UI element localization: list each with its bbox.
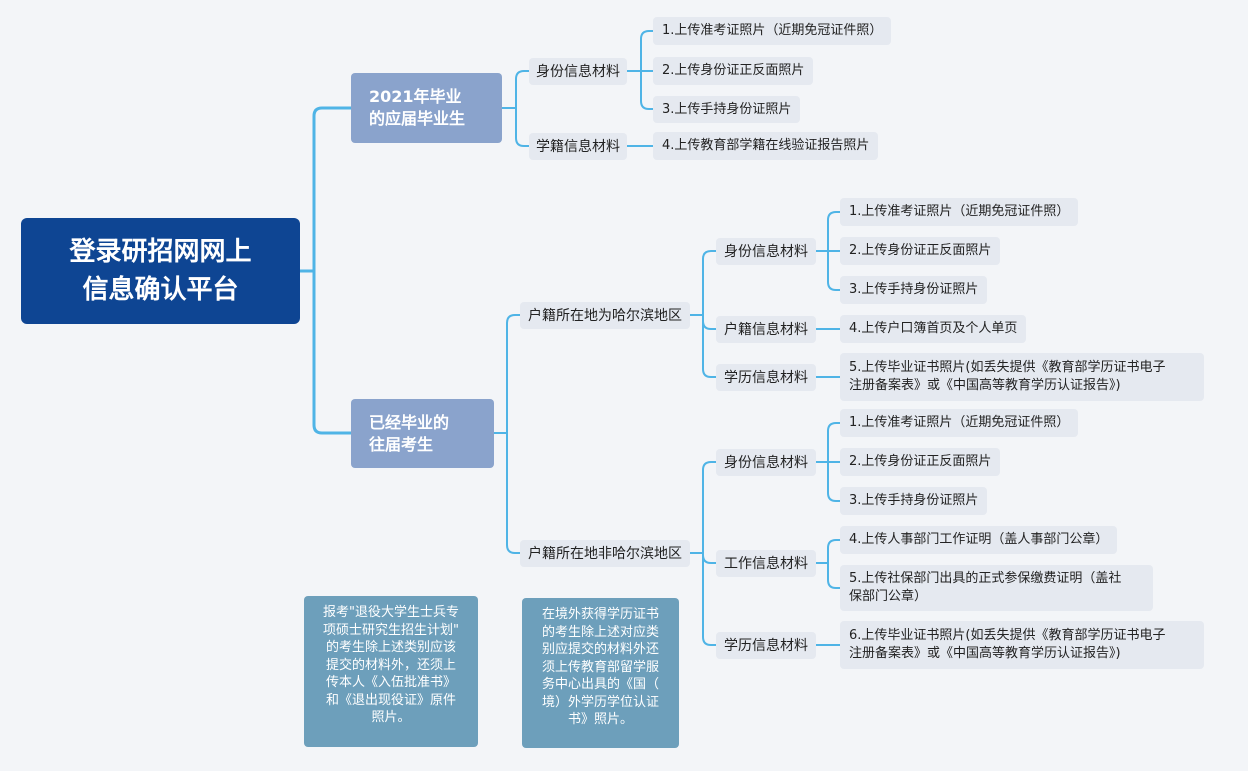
connector-grad-2021: [501, 70, 530, 147]
g-identity-item-2: 2.上传身份证正反面照片: [653, 57, 814, 85]
h-identity-label: 身份信息材料: [716, 238, 816, 265]
n-identity-item-1: 1.上传准考证照片（近期免冠证件照）: [840, 409, 1079, 437]
node-grad-2021: 2021年毕业 的应届毕业生: [351, 73, 502, 143]
n-identity-item-2: 2.上传身份证正反面照片: [840, 448, 1001, 476]
connector-harbin: [689, 250, 717, 378]
region-nonharbin-label-text: 户籍所在地非哈尔滨地区: [528, 545, 682, 562]
h-education-label: 学历信息材料: [716, 364, 816, 391]
n-work-item-5: 5.上传社保部门出具的正式参保缴费证明（盖社 保部门公章）: [840, 565, 1153, 611]
n-work-item-4-text: 4.上传人事部门工作证明（盖人事部门公章）: [849, 532, 1109, 547]
region-harbin-label-text: 户籍所在地为哈尔滨地区: [528, 307, 682, 324]
h-identity-item-1-text: 1.上传准考证照片（近期免冠证件照）: [849, 204, 1070, 219]
h-household-label-text: 户籍信息材料: [724, 321, 808, 338]
node-past-graduates-title: 已经毕业的 往届考生: [369, 412, 450, 454]
n-identity-item-1-text: 1.上传准考证照片（近期免冠证件照）: [849, 415, 1070, 430]
n-work-label-text: 工作信息材料: [724, 555, 808, 572]
h-identity-item-1: 1.上传准考证照片（近期免冠证件照）: [840, 198, 1079, 226]
h-household-item-4-text: 4.上传户口簿首页及个人单页: [849, 321, 1018, 336]
note-veteran-program: 报考"退役大学生士兵专 项硕士研究生招生计划" 的考生除上述类别应该 提交的材料…: [304, 596, 478, 747]
g-identity-label: 身份信息材料: [529, 58, 627, 85]
h-identity-label-text: 身份信息材料: [724, 243, 808, 260]
h-education-label-text: 学历信息材料: [724, 369, 808, 386]
g-identity-item-3: 3.上传手持身份证照片: [653, 96, 801, 123]
n-identity-label: 身份信息材料: [716, 449, 816, 476]
h-household-item-4: 4.上传户口簿首页及个人单页: [840, 315, 1027, 343]
h-identity-item-2: 2.上传身份证正反面照片: [840, 237, 1001, 265]
n-education-item-6: 6.上传毕业证书照片(如丢失提供《教育部学历证书电子 注册备案表》或《中国高等教…: [840, 621, 1204, 669]
g-school-item-4: 4.上传教育部学籍在线验证报告照片: [653, 132, 879, 160]
g-identity-item-1: 1.上传准考证照片（近期免冠证件照）: [653, 17, 892, 45]
h-identity-item-3-text: 3.上传手持身份证照片: [849, 282, 979, 297]
h-education-item-5-text: 5.上传毕业证书照片(如丢失提供《教育部学历证书电子 注册备案表》或《中国高等教…: [849, 360, 1166, 393]
h-household-label: 户籍信息材料: [716, 316, 816, 343]
root-title: 登录研招网网上 信息确认平台: [69, 237, 252, 305]
n-education-label-text: 学历信息材料: [724, 637, 808, 654]
n-identity-item-3-text: 3.上传手持身份证照片: [849, 493, 979, 508]
g-school-item-4-text: 4.上传教育部学籍在线验证报告照片: [662, 138, 870, 153]
note-overseas-degree: 在境外获得学历证书 的考生除上述对应类 别应提交的材料外还 须上传教育部留学服 …: [522, 598, 679, 748]
g-identity-label-text: 身份信息材料: [536, 63, 620, 80]
root-node: 登录研招网网上 信息确认平台: [21, 218, 300, 324]
n-work-label: 工作信息材料: [716, 550, 816, 577]
g-identity-item-3-text: 3.上传手持身份证照片: [662, 101, 792, 117]
n-identity-label-text: 身份信息材料: [724, 454, 808, 471]
note-veteran-program-text: 报考"退役大学生士兵专 项硕士研究生招生计划" 的考生除上述类别应该 提交的材料…: [323, 605, 459, 725]
n-work-item-5-text: 5.上传社保部门出具的正式参保缴费证明（盖社 保部门公章）: [849, 571, 1122, 604]
region-nonharbin-label: 户籍所在地非哈尔滨地区: [520, 540, 690, 567]
g-school-label-text: 学籍信息材料: [536, 138, 620, 155]
connector-past: [493, 314, 521, 554]
g-identity-item-1-text: 1.上传准考证照片（近期免冠证件照）: [662, 23, 883, 38]
h-education-item-5: 5.上传毕业证书照片(如丢失提供《教育部学历证书电子 注册备案表》或《中国高等教…: [840, 353, 1204, 401]
region-harbin-label: 户籍所在地为哈尔滨地区: [520, 302, 690, 329]
connector-g-identity: [626, 30, 654, 110]
h-identity-item-2-text: 2.上传身份证正反面照片: [849, 243, 992, 258]
connector-n-identity: [815, 422, 841, 502]
node-past-graduates: 已经毕业的 往届考生: [351, 399, 494, 468]
h-identity-item-3: 3.上传手持身份证照片: [840, 276, 988, 304]
n-education-label: 学历信息材料: [716, 632, 816, 659]
connector-n-work: [815, 539, 841, 589]
node-grad-2021-title: 2021年毕业 的应届毕业生: [369, 87, 466, 128]
n-identity-item-3: 3.上传手持身份证照片: [840, 487, 988, 515]
g-identity-item-2-text: 2.上传身份证正反面照片: [662, 63, 805, 78]
n-identity-item-2-text: 2.上传身份证正反面照片: [849, 454, 992, 469]
connector-nonharbin: [689, 461, 717, 646]
connector-h-identity: [815, 211, 841, 291]
note-overseas-degree-text: 在境外获得学历证书 的考生除上述对应类 别应提交的材料外还 须上传教育部留学服 …: [541, 607, 659, 727]
n-work-item-4: 4.上传人事部门工作证明（盖人事部门公章）: [840, 526, 1118, 554]
connector-root: [298, 106, 353, 435]
n-education-item-6-text: 6.上传毕业证书照片(如丢失提供《教育部学历证书电子 注册备案表》或《中国高等教…: [849, 628, 1166, 661]
g-school-label: 学籍信息材料: [529, 133, 627, 160]
